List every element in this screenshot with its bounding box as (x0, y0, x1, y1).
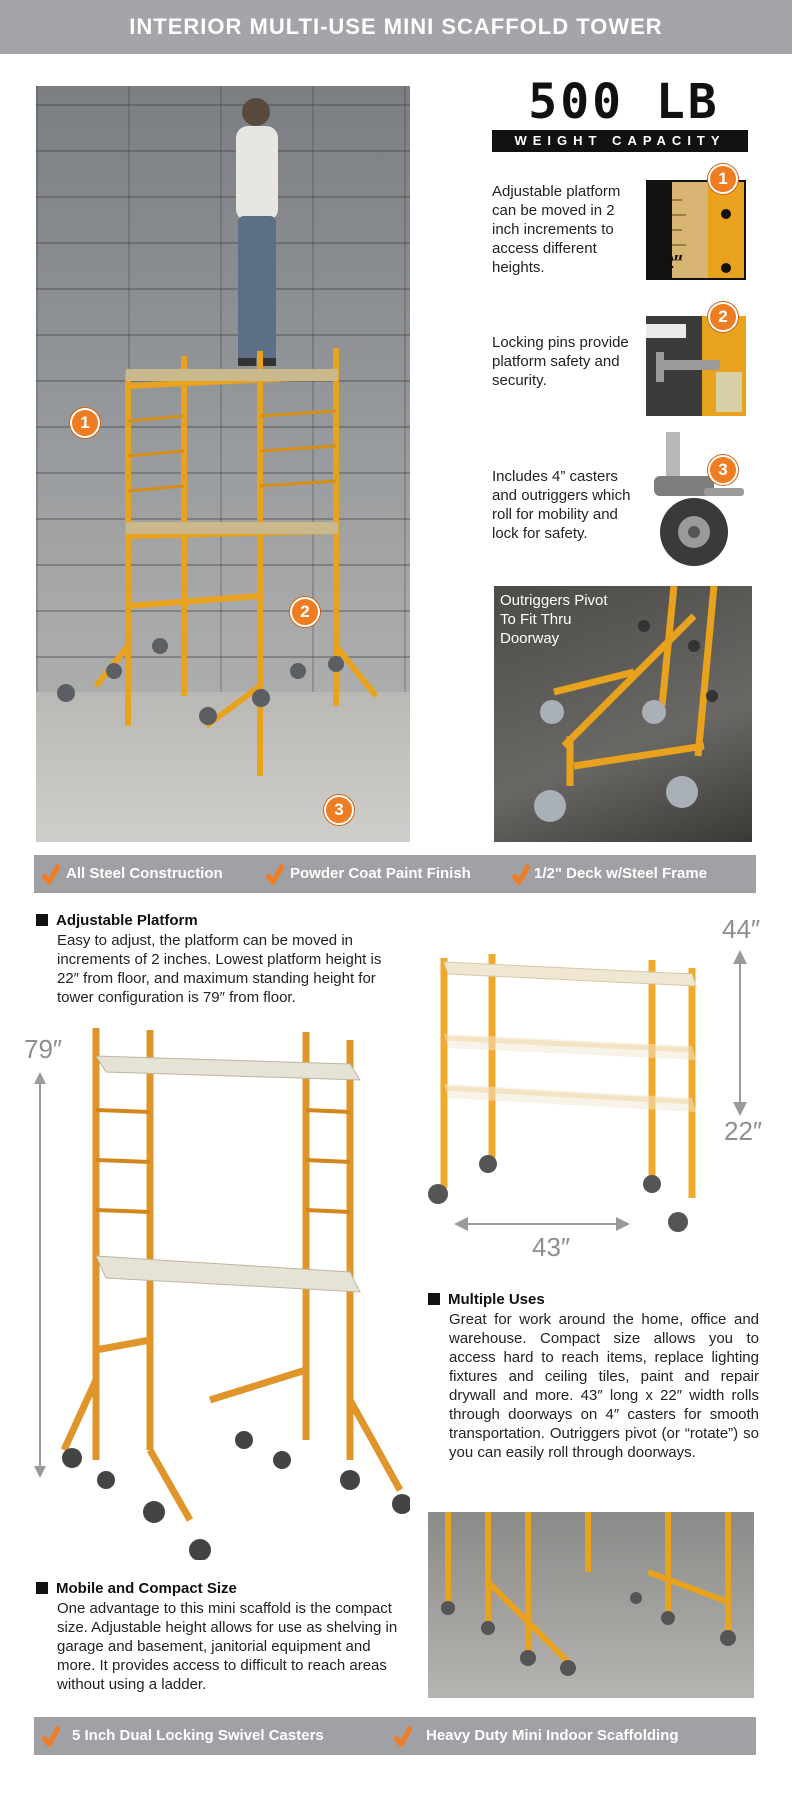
strip-top-item-3: 1/2" Deck w/Steel Frame (534, 865, 708, 882)
page-banner: INTERIOR MULTI-USE MINI SCAFFOLD TOWER (0, 0, 792, 54)
bullet-square-icon (428, 1293, 440, 1305)
heading-text: Mobile and Compact Size (56, 1580, 237, 1597)
callout-badge-1: 1 (708, 164, 738, 194)
heading-text: Adjustable Platform (56, 912, 198, 929)
callout-1-image: 2″ (646, 180, 746, 280)
outrigger-illustration (534, 586, 718, 822)
adjustable-scaffold-illustration (428, 954, 697, 1232)
callout-1-text: Adjustable platform can be moved in 2 in… (492, 183, 621, 276)
checkmark-icon (266, 863, 284, 885)
capacity-value: 500 LB (528, 74, 720, 130)
locking-pin-illustration (646, 316, 746, 416)
mid-platform (126, 522, 338, 534)
vertical-dimension-arrow (733, 950, 747, 1116)
checkmark-icon (42, 1725, 60, 1747)
ruler-illustration (646, 180, 746, 280)
bullet-square-icon (36, 914, 48, 926)
section-multiple-body: Great for work around the home, office a… (449, 1311, 759, 1461)
tower-scaffold-illustration (60, 1028, 410, 1560)
outrigger-doorway-photo (494, 586, 752, 842)
checkmark-icon (42, 863, 60, 885)
dimension-height-min: 22″ (724, 1116, 763, 1146)
capacity-label: WEIGHT CAPACITY (492, 130, 748, 152)
person-shirt (236, 126, 278, 221)
callout-2-image (646, 316, 746, 416)
strip-bottom-item-2: Heavy Duty Mini Indoor Scaffolding (426, 1727, 679, 1744)
hero-badge-1: 1 (70, 408, 100, 438)
callout-badge-3: 3 (708, 455, 738, 485)
strip-bottom-item-1: 5 Inch Dual Locking Swivel Casters (72, 1727, 324, 1744)
feature-strip-top: All Steel Construction Powder Coat Paint… (34, 855, 756, 893)
section-mobile-body: One advantage to this mini scaffold is t… (57, 1600, 398, 1693)
callout-badge-2: 2 (708, 302, 738, 332)
tower-mid-deck (95, 1255, 361, 1293)
callout-2-text: Locking pins provide platform safety and… (492, 334, 629, 389)
section-adjustable-body: Easy to adjust, the platform can be move… (57, 932, 382, 1006)
section-multiple-heading: Multiple Uses (428, 1291, 545, 1308)
checkmark-icon (512, 863, 530, 885)
hero-badge-3: 3 (324, 795, 354, 825)
adjustable-ghost-deck-2 (444, 1084, 696, 1112)
callout-3-text: Includes 4” casters and outriggers which… (492, 468, 631, 542)
person-jeans (238, 216, 276, 366)
dimension-height-max: 44″ (722, 914, 761, 944)
strip-top-item-1: All Steel Construction (66, 865, 223, 882)
dimension-height-tower: 79″ (24, 1034, 63, 1064)
checkmark-icon (394, 1725, 412, 1747)
horizontal-dimension-arrow (454, 1217, 630, 1231)
section-adjustable-heading: Adjustable Platform (36, 912, 198, 929)
person-head (242, 98, 270, 126)
strip-top-item-2: Powder Coat Paint Finish (290, 865, 471, 882)
hero-photo (36, 86, 410, 842)
dimension-length: 43″ (532, 1232, 571, 1262)
hero-badge-2: 2 (290, 597, 320, 627)
feature-strip-bottom: 5 Inch Dual Locking Swivel Casters Heavy… (34, 1717, 756, 1755)
bullet-square-icon (36, 1582, 48, 1594)
section-mobile-heading: Mobile and Compact Size (36, 1580, 237, 1597)
hero-scaffold-illustration (57, 98, 379, 776)
doorway-caption: Outriggers Pivot To Fit Thru Doorway (500, 592, 608, 647)
tower-top-deck (95, 1055, 361, 1081)
height-arrow (34, 1072, 46, 1478)
caster-illustration (654, 432, 744, 566)
callout-1-inset-label: 2″ (664, 252, 683, 272)
top-platform (126, 369, 338, 381)
adjustable-top-deck (443, 961, 697, 987)
adjustable-ghost-deck-1 (444, 1034, 696, 1060)
heading-text: Multiple Uses (448, 1291, 545, 1308)
shelving-photo (428, 1512, 754, 1698)
shelving-scaffold-illustration (441, 1512, 736, 1676)
